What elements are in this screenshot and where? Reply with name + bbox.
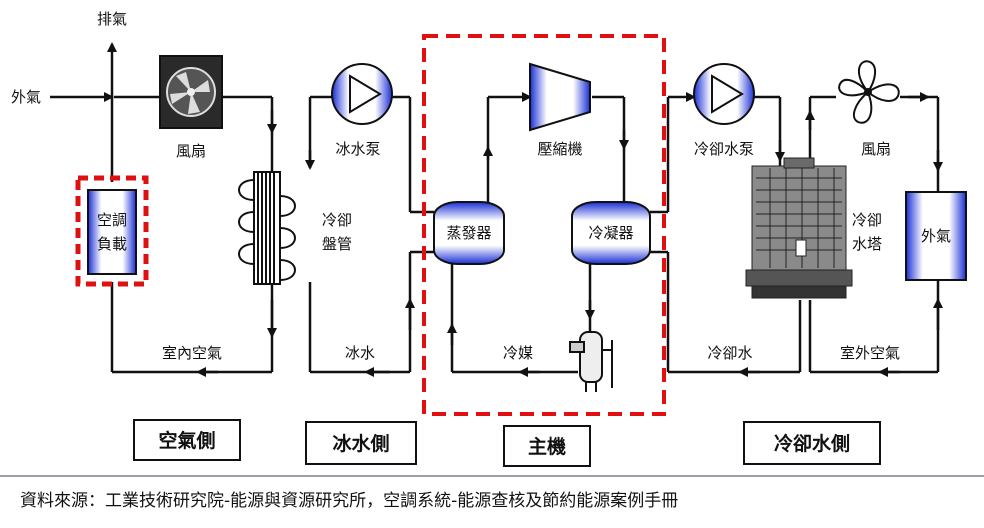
condenser-unit	[571, 201, 651, 265]
outside-air-box-label: 外氣	[921, 227, 951, 245]
air-fan-label: 風扇	[176, 142, 206, 160]
section-main-unit: 主機	[528, 435, 566, 458]
condenser-label: 冷凝器	[588, 224, 633, 242]
tower-fan-label: 風扇	[861, 140, 891, 158]
exhaust-label: 排氣	[97, 10, 127, 28]
ac-load-label-1: 空調	[97, 211, 127, 229]
cooling-tower-label-1: 冷卻	[852, 211, 882, 229]
expansion-valve-icon	[569, 331, 613, 392]
outside-air-unit	[905, 191, 967, 281]
cooling-water-pump-label: 冷卻水泵	[694, 140, 754, 158]
refrigerant-label: 冷媒	[503, 344, 533, 362]
indoor-air-label: 室內空氣	[162, 344, 222, 362]
cooling-water-label: 冷卻水	[707, 344, 752, 362]
cooling-coil-label-1: 冷卻	[322, 211, 352, 229]
section-cooling-water-side: 冷卻水側	[774, 432, 850, 455]
chilled-water-label: 冰水	[345, 344, 375, 362]
source-citation: 資料來源：工業技術研究院-能源與資源研究所，空調系統-能源查核及節約能源案例手冊	[20, 491, 678, 511]
ac-load-label-2: 負載	[97, 235, 127, 253]
air-fan-icon	[159, 55, 223, 129]
ac-load-unit	[75, 175, 149, 287]
cooling-tower-icon	[745, 157, 853, 299]
cooling-coil-label-2: 盤管	[322, 235, 352, 253]
section-boxes: 空氣側 冰水側 主機 冷卻水側	[133, 419, 881, 467]
chilled-water-pump-icon	[331, 63, 393, 125]
cooling-coil-icon	[238, 171, 296, 285]
outdoor-air-label: 室外空氣	[840, 344, 900, 362]
component-labels: 排氣 外氣 風扇 空調 負載 冷卻 盤管 冰水泵 壓縮機 蒸發器 冷凝器 冷卻水…	[11, 10, 951, 362]
outside-air-in-label: 外氣	[11, 88, 41, 106]
pipes	[50, 42, 943, 377]
evaporator-label: 蒸發器	[446, 224, 491, 242]
compressor-label: 壓縮機	[537, 140, 582, 158]
section-chilled-water-side: 冰水側	[332, 432, 389, 455]
main-unit-highlight	[422, 34, 666, 416]
tower-fan-icon	[838, 60, 900, 124]
evaporator-unit	[433, 201, 505, 265]
chilled-water-pump-label: 冰水泵	[335, 140, 380, 158]
cooling-water-pump-icon	[693, 63, 755, 125]
cooling-tower-label-2: 水塔	[852, 235, 882, 253]
section-air-side: 空氣側	[158, 429, 215, 452]
compressor-icon	[529, 62, 591, 132]
